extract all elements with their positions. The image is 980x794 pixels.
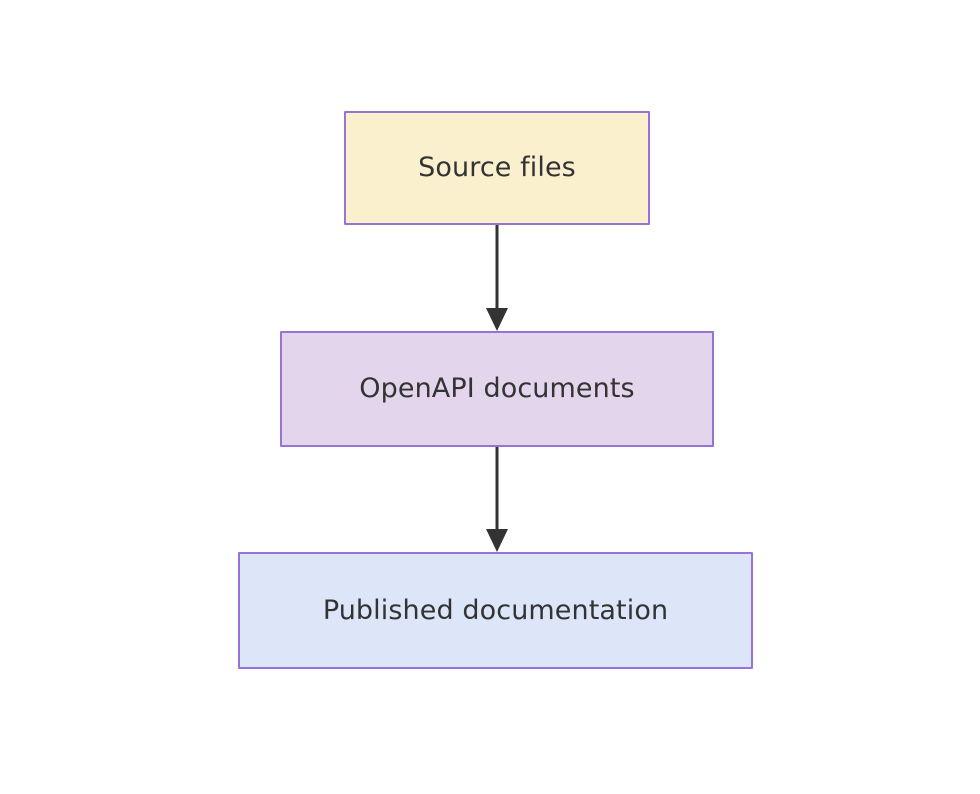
edge-source-to-openapi [486,225,508,331]
node-source-files[interactable]: Source files [344,111,650,225]
node-label: Published documentation [322,594,669,626]
arrowhead-icon [486,529,508,552]
edge-openapi-to-published [486,447,508,552]
node-openapi-documents[interactable]: OpenAPI documents [280,331,714,447]
node-published-documentation[interactable]: Published documentation [238,552,753,669]
node-label: OpenAPI documents [359,373,635,405]
arrowhead-icon [486,308,508,331]
node-label: Source files [418,152,576,184]
